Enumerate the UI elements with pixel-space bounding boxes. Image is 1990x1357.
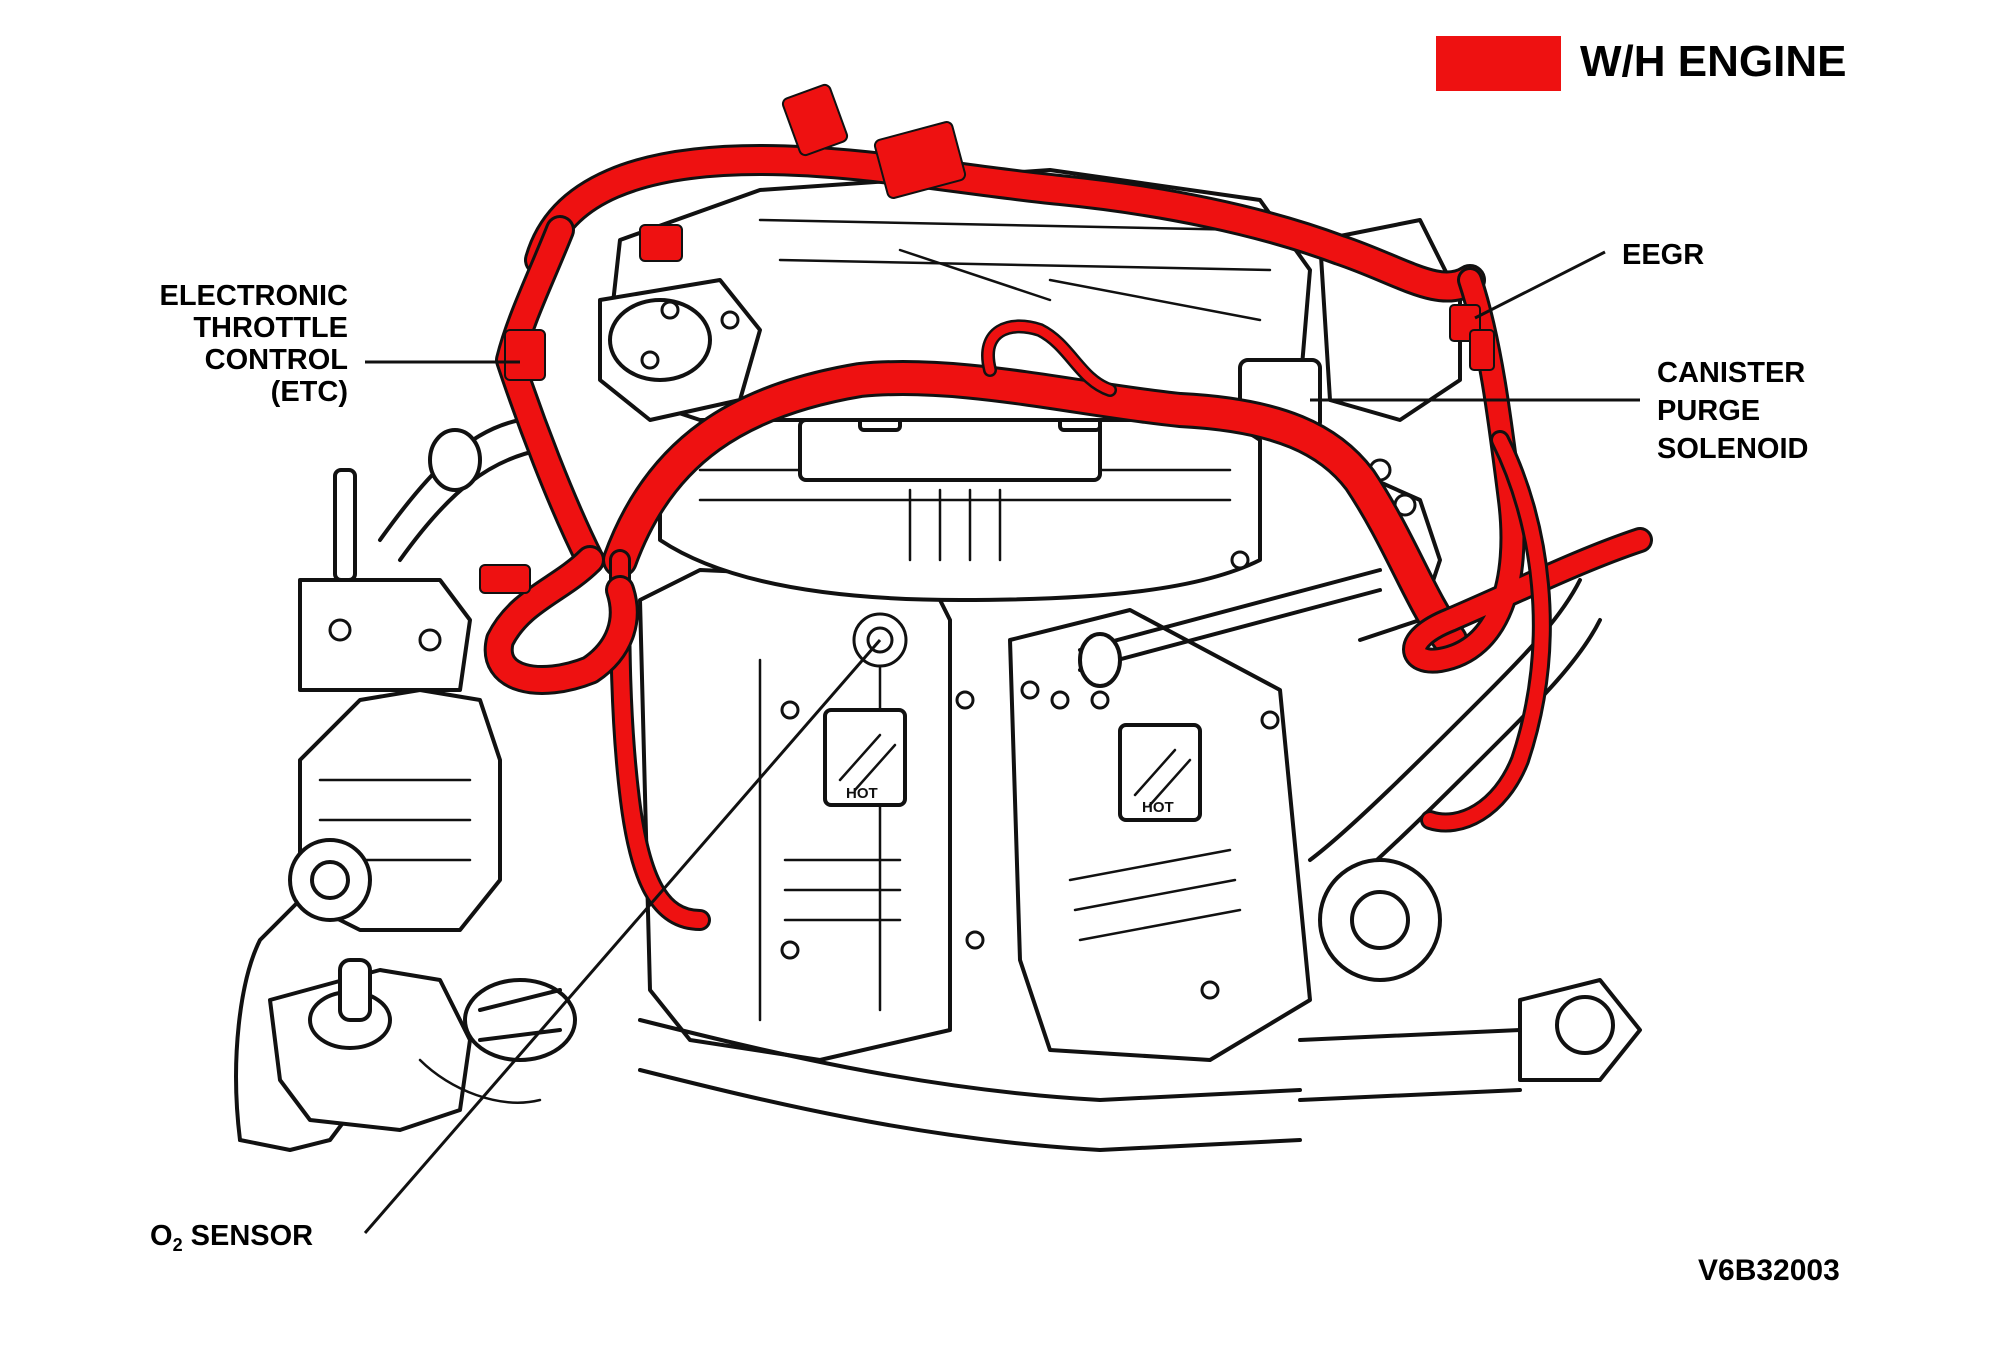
etc-label-line-4: (ETC): [271, 376, 348, 408]
etc-label-line-2: THROTTLE: [193, 312, 348, 344]
etc-label-line-3: CONTROL: [205, 344, 348, 376]
leader-lines: [363, 250, 1640, 1234]
callout-etc: ELECTRONIC THROTTLE CONTROL (ETC): [160, 280, 349, 408]
o2-subscript: 2: [173, 1235, 183, 1255]
legend: W/H ENGINE: [1436, 36, 1846, 91]
legend-label: W/H ENGINE: [1580, 37, 1846, 86]
etc-label-line-1: ELECTRONIC: [160, 280, 349, 312]
o2-prefix: O: [150, 1220, 173, 1252]
svg-text:HOT: HOT: [1142, 799, 1174, 816]
o2-suffix: SENSOR: [183, 1220, 314, 1252]
engine-line-art: HOT HOT: [234, 168, 1642, 1152]
eegr-label: EEGR: [1622, 239, 1704, 271]
eegr-leader: [1474, 250, 1606, 320]
legend-swatch: [1436, 36, 1561, 91]
callout-canister: CANISTER PURGE SOLENOID: [1657, 357, 1808, 465]
svg-text:HOT: HOT: [846, 785, 878, 802]
hot-badge-left: HOT: [823, 708, 907, 807]
canister-label-line-3: SOLENOID: [1657, 433, 1808, 465]
o2-leader: [363, 639, 882, 1234]
figure-code: V6B32003: [1698, 1254, 1840, 1287]
canister-label-line-1: CANISTER: [1657, 357, 1805, 389]
engine-wiring-harness: [479, 83, 1653, 931]
canister-label-line-2: PURGE: [1657, 395, 1760, 427]
o2-sensor-label: O2 SENSOR: [150, 1220, 313, 1255]
hot-badge-right: HOT: [1118, 723, 1202, 822]
